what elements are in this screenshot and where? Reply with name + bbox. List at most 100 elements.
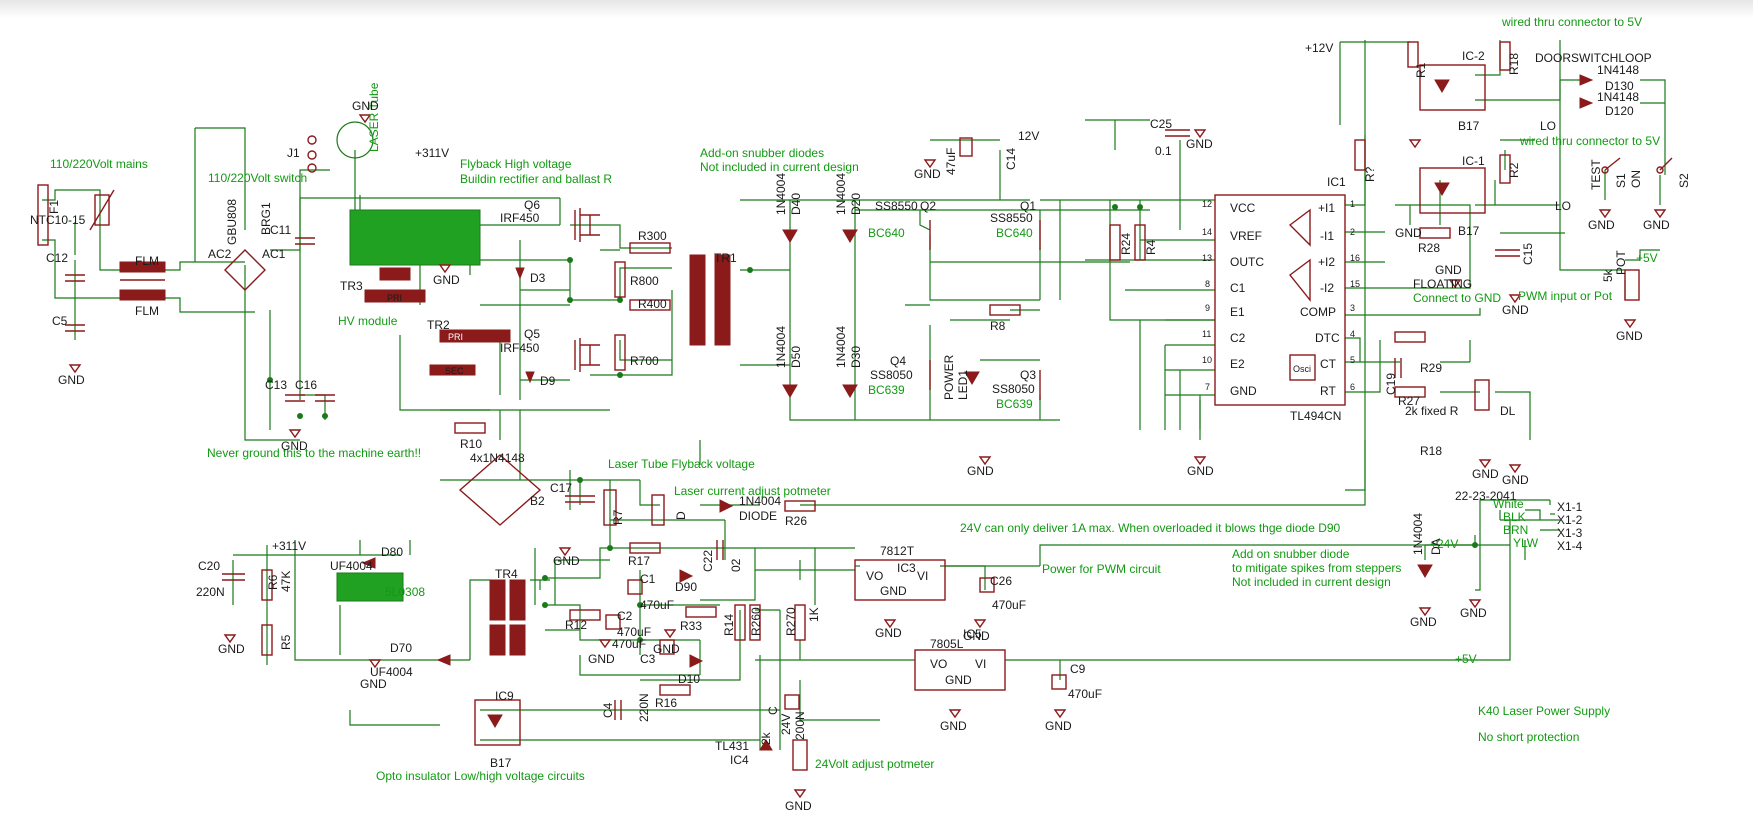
opto-ic1 [1419, 167, 1486, 214]
svg-text:2: 2 [1350, 227, 1355, 237]
svg-text:C12: C12 [46, 251, 68, 265]
svg-text:0.1: 0.1 [1155, 144, 1172, 158]
note-adj24: 24Volt adjust potmeter [815, 757, 934, 771]
svg-text:GND: GND [1435, 263, 1462, 277]
svg-text:+311V: +311V [415, 146, 449, 160]
note-blk: BLK [1503, 510, 1526, 524]
note-snub3: Add on snubber diode [1232, 547, 1350, 561]
svg-text:GND: GND [58, 373, 85, 387]
svg-text:UF4004: UF4004 [330, 559, 373, 573]
svg-text:SS8550: SS8550 [990, 211, 1033, 225]
svg-text:C16: C16 [295, 378, 317, 392]
svg-text:C: C [766, 706, 780, 715]
svg-text:R?: R? [1363, 166, 1377, 182]
note-24v-out: +24V [1430, 537, 1458, 551]
svg-text:Q6: Q6 [524, 198, 540, 212]
svg-text:R800: R800 [630, 274, 659, 288]
svg-text:Q3: Q3 [1020, 368, 1036, 382]
svg-text:NTC10-15: NTC10-15 [30, 213, 86, 227]
svg-text:-I1: -I1 [1320, 229, 1334, 243]
ic1-pin-numbers: 12 14 13 8 9 11 10 7 1 2 16 15 3 4 5 6 [1202, 199, 1360, 392]
svg-text:1N4004: 1N4004 [1411, 513, 1425, 555]
svg-text:Q5: Q5 [524, 327, 540, 341]
svg-text:X1-2: X1-2 [1557, 513, 1583, 527]
svg-text:47uF: 47uF [944, 148, 958, 175]
svg-text:TL431: TL431 [715, 739, 749, 753]
note-snubber2: Not included in current design [700, 160, 859, 174]
svg-text:R18: R18 [1507, 53, 1521, 75]
svg-text:R33: R33 [680, 619, 702, 633]
svg-text:+I2: +I2 [1318, 255, 1335, 269]
note-flyback2: Buildin rectifier and ballast R [460, 172, 612, 186]
svg-text:1N4148: 1N4148 [1597, 63, 1639, 77]
svg-text:D90: D90 [675, 580, 697, 594]
svg-text:C26: C26 [990, 574, 1012, 588]
label-lo1: LO [1540, 119, 1556, 133]
svg-text:GND: GND [360, 677, 387, 691]
svg-text:C19: C19 [1384, 373, 1398, 395]
svg-text:BC639: BC639 [996, 397, 1033, 411]
svg-text:1N4004: 1N4004 [834, 326, 848, 368]
svg-text:TR1: TR1 [714, 251, 737, 265]
components [37, 41, 1673, 771]
svg-text:R16: R16 [655, 696, 677, 710]
svg-text:R27: R27 [1398, 394, 1420, 408]
svg-text:DTC: DTC [1315, 331, 1340, 345]
svg-text:2k: 2k [759, 731, 773, 745]
svg-text:1: 1 [1350, 199, 1355, 209]
svg-text:GND: GND [433, 273, 460, 287]
note-snub4: to mitigate spikes from steppers [1232, 561, 1401, 575]
svg-text:SEC: SEC [445, 366, 464, 376]
svg-text:IC-1: IC-1 [1462, 154, 1485, 168]
svg-text:R28: R28 [1418, 241, 1440, 255]
svg-text:470uF: 470uF [612, 637, 646, 651]
hv-module-block [349, 209, 481, 266]
svg-text:4x1N4148: 4x1N4148 [470, 451, 525, 465]
svg-text:GND: GND [1460, 606, 1487, 620]
svg-text:GND: GND [553, 554, 580, 568]
svg-text:1N4004: 1N4004 [834, 173, 848, 215]
svg-text:C11: C11 [270, 223, 291, 237]
note-snubber1: Add-on snubber diodes [700, 146, 824, 160]
svg-text:C5: C5 [52, 314, 68, 328]
svg-text:R270: R270 [784, 607, 798, 636]
svg-text:TL494CN: TL494CN [1290, 409, 1341, 423]
svg-text:C9: C9 [1070, 662, 1086, 676]
svg-text:200N: 200N [793, 711, 807, 740]
svg-text:13: 13 [1202, 253, 1212, 263]
svg-text:D10: D10 [678, 672, 700, 686]
note-5v: +5V [1455, 652, 1477, 666]
note-opto: Opto insulator Low/high voltage circuits [376, 769, 585, 783]
svg-text:C1: C1 [1230, 281, 1246, 295]
svg-text:X1-4: X1-4 [1557, 539, 1583, 553]
svg-text:F1: F1 [47, 200, 61, 214]
opto-ic2 [1419, 64, 1486, 111]
svg-text:GND: GND [588, 652, 615, 666]
svg-text:470uF: 470uF [640, 598, 674, 612]
svg-text:C20: C20 [198, 559, 220, 573]
svg-text:9: 9 [1205, 303, 1210, 313]
svg-text:GND: GND [1472, 467, 1499, 481]
svg-text:7: 7 [1205, 382, 1210, 392]
svg-text:IRF450: IRF450 [500, 211, 540, 225]
svg-text:R14: R14 [722, 614, 736, 636]
svg-text:S1: S1 [1614, 173, 1628, 188]
svg-text:X1-3: X1-3 [1557, 526, 1583, 540]
label-12v: +12V [1305, 41, 1333, 55]
svg-text:R1: R1 [1414, 62, 1428, 78]
svg-text:TR2: TR2 [427, 318, 450, 332]
svg-text:R24: R24 [1119, 233, 1133, 255]
svg-text:R18: R18 [1420, 444, 1442, 458]
svg-text:R4: R4 [1144, 239, 1158, 255]
svg-text:IC4: IC4 [730, 753, 749, 767]
svg-text:GND: GND [1616, 329, 1643, 343]
svg-text:D40: D40 [789, 193, 803, 215]
svg-text:470uF: 470uF [1068, 687, 1102, 701]
note-no-short: No short protection [1478, 730, 1579, 744]
svg-text:470uF: 470uF [992, 598, 1026, 612]
note-flyback: Flyback High voltage [460, 157, 572, 171]
svg-text:GND: GND [352, 99, 379, 113]
svg-text:R29: R29 [1420, 361, 1442, 375]
svg-text:12V: 12V [1018, 129, 1039, 143]
svg-text:24V: 24V [779, 714, 793, 735]
